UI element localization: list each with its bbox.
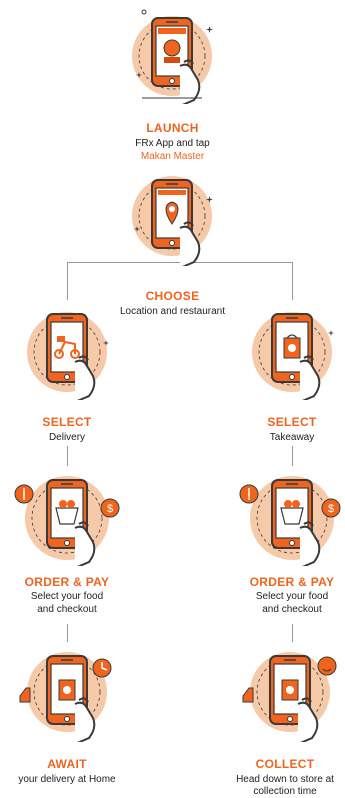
step-title-await: AWAIT (0, 757, 134, 771)
svg-text:$: $ (107, 503, 113, 515)
step-desc-select-takeaway: Takeaway (242, 431, 342, 444)
connector-line (67, 624, 68, 642)
connector-line (292, 624, 293, 642)
await-illustration (12, 642, 122, 742)
launch-illustration (122, 4, 222, 104)
step-desc-await: your delivery at Home (0, 773, 134, 786)
select-takeaway-illustration (242, 300, 342, 400)
step-title-collect: COLLECT (225, 757, 345, 771)
step-title-launch: LAUNCH (0, 121, 345, 135)
step-desc-order-pay-left-2: and checkout (12, 603, 122, 616)
svg-text:$: $ (328, 503, 334, 515)
step-desc-select-delivery: Delivery (17, 431, 117, 444)
connector-line (67, 446, 68, 466)
step-desc-collect-2: collection time (225, 785, 345, 798)
step-title-select-delivery: SELECT (17, 415, 117, 429)
collect-illustration (235, 642, 345, 742)
select-delivery-illustration (17, 300, 117, 400)
step-title-order-pay-left: ORDER & PAY (12, 575, 122, 589)
choose-illustration (122, 166, 222, 266)
order-pay-illustration-left: $ (12, 466, 122, 570)
step-desc-order-pay-right-1: Select your food (237, 590, 345, 603)
step-title-select-takeaway: SELECT (242, 415, 342, 429)
step-desc-order-pay-right-2: and checkout (237, 603, 345, 616)
step-title-order-pay-right: ORDER & PAY (237, 575, 345, 589)
step-highlight-launch: Makan Master (0, 150, 345, 163)
step-desc-launch: FRx App and tap (0, 137, 345, 150)
order-pay-illustration-right: $ (237, 466, 345, 570)
step-desc-order-pay-left-1: Select your food (12, 590, 122, 603)
connector-line (292, 446, 293, 466)
